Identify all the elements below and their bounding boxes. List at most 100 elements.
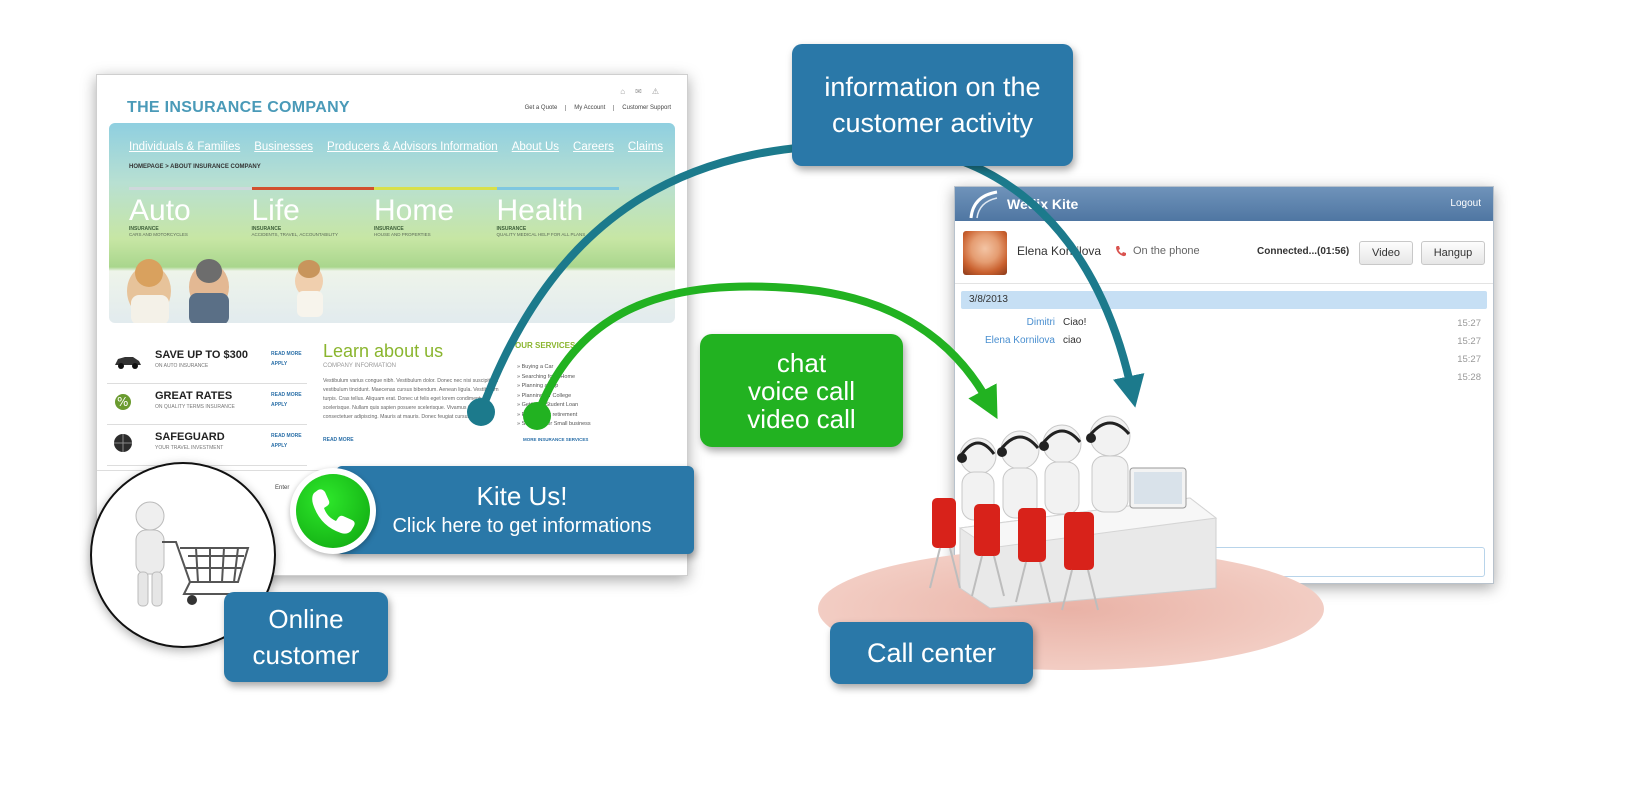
- nav-businesses[interactable]: Businesses: [254, 141, 314, 153]
- category-bar: [374, 187, 497, 190]
- offers-list: SAVE UP TO $300 ON AUTO INSURANCE READ M…: [107, 343, 307, 466]
- kite-us-button[interactable]: Kite Us! Click here to get informations: [336, 466, 694, 554]
- top-link-support[interactable]: Customer Support: [613, 105, 671, 111]
- breadcrumb: HOMEPAGE > ABOUT INSURANCE COMPANY: [129, 164, 261, 170]
- chat-date: 3/8/2013: [969, 294, 1008, 305]
- learn-title: Learn about us: [323, 341, 444, 361]
- nav-careers[interactable]: Careers: [573, 141, 614, 153]
- message-text: ciao: [1063, 335, 1082, 346]
- call-center-label: Call center: [830, 622, 1033, 684]
- channel-video: video call: [747, 403, 856, 434]
- message-sender: Elena Kornilova: [984, 335, 1055, 346]
- connection-timer: Connected...(01:56): [1257, 246, 1350, 257]
- nav-producers[interactable]: Producers & Advisors Information: [327, 141, 498, 153]
- offer-title: SAFEGUARD: [155, 431, 225, 443]
- category-bar: [496, 187, 619, 190]
- call-center-text: Call center: [866, 637, 997, 668]
- read-more-link[interactable]: READ MORE: [271, 351, 302, 357]
- offer-sub: YOUR TRAVEL INVESTMENT: [155, 445, 224, 451]
- nav-about[interactable]: About Us: [511, 141, 560, 153]
- svg-text:%: %: [117, 395, 128, 409]
- learn-subtitle: COMPANY INFORMATION: [323, 363, 397, 369]
- site-brand: THE INSURANCE COMPANY: [127, 99, 350, 116]
- communication-arrow-origin: [523, 402, 551, 430]
- category-name: Auto: [129, 194, 191, 227]
- category-name: Health: [496, 194, 584, 227]
- communication-channels-label: chat voice call video call: [700, 334, 903, 447]
- phone-icon: [1116, 246, 1126, 257]
- category-desc: CARS AND MOTORCYCLES: [129, 232, 188, 237]
- customer-activity-label-line2: customer activity: [831, 108, 1034, 138]
- site-nav: Individuals & Families Businesses Produc…: [129, 141, 663, 153]
- category-health[interactable]: Health INSURANCE QUALITY MEDICAL HELP FO…: [496, 187, 619, 247]
- category-desc: HOUSE AND PROPERTIES: [374, 232, 431, 237]
- customer-activity-label-line1: information on the: [824, 72, 1041, 102]
- car-icon: [115, 357, 141, 369]
- service-item[interactable]: » Searching for a Home: [517, 373, 576, 380]
- learn-body: Vestibulum varius congue nibh. Vestibulu…: [323, 378, 499, 420]
- site-hero-banner: Individuals & Families Businesses Produc…: [109, 123, 675, 323]
- percent-icon: %: [115, 394, 131, 410]
- phone-call-icon[interactable]: [290, 468, 376, 554]
- online-customer-label: Online customer: [224, 592, 388, 682]
- message-time: 15:27: [1457, 336, 1481, 347]
- top-link-account[interactable]: My Account: [565, 105, 605, 111]
- top-link-quote[interactable]: Get a Quote: [524, 105, 558, 111]
- nav-claims[interactable]: Claims: [627, 141, 664, 153]
- category-life[interactable]: Life INSURANCE ACCIDENTS, TRAVEL, ACCOUN…: [251, 187, 374, 247]
- offer-title: SAVE UP TO $300: [155, 349, 248, 361]
- avatar: [963, 231, 1007, 275]
- read-more-link[interactable]: READ MORE: [271, 392, 302, 398]
- offer-title: GREAT RATES: [155, 390, 233, 402]
- category-bar: [129, 187, 252, 190]
- category-home[interactable]: Home INSURANCE HOUSE AND PROPERTIES: [374, 187, 497, 247]
- category-desc: ACCIDENTS, TRAVEL, ACCOUNTABILITY: [251, 232, 339, 237]
- service-item[interactable]: » Planning a Trip: [517, 383, 559, 389]
- customer-activity-arrow-origin: [467, 398, 495, 426]
- read-more-link[interactable]: READ MORE: [271, 433, 302, 439]
- video-button[interactable]: Video: [1359, 241, 1413, 265]
- hangup-button[interactable]: Hangup: [1421, 241, 1485, 265]
- category-auto[interactable]: Auto INSURANCE CARS AND MOTORCYCLES: [129, 187, 252, 247]
- call-status: On the phone: [1133, 245, 1200, 257]
- offer-sub: ON AUTO INSURANCE: [155, 363, 209, 369]
- message-text: Ciao!: [1063, 317, 1087, 328]
- read-more-link[interactable]: READ MORE: [323, 437, 354, 443]
- customer-activity-label: information on the customer activity: [792, 44, 1073, 166]
- offer-links: READ MORE APPLY: [271, 390, 302, 410]
- message-time: 15:27: [1457, 318, 1481, 329]
- nav-individuals[interactable]: Individuals & Families: [129, 141, 241, 153]
- call-center-agents-illustration: [929, 415, 1218, 611]
- date-bar: [961, 291, 1487, 309]
- channel-chat: chat: [776, 347, 827, 378]
- kite-us-subtitle: Click here to get informations: [392, 515, 652, 537]
- communication-arrow: [533, 282, 998, 420]
- offer-save[interactable]: SAVE UP TO $300 ON AUTO INSURANCE READ M…: [107, 343, 307, 384]
- logout-link[interactable]: Logout: [1450, 198, 1481, 209]
- category-desc: QUALITY MEDICAL HELP FOR ALL PLANS: [496, 232, 586, 237]
- more-services-link[interactable]: MORE INSURANCE SERVICES: [523, 437, 589, 442]
- category-bar: [251, 187, 374, 190]
- channel-voice: voice call: [748, 375, 855, 406]
- family-photo: [127, 259, 323, 323]
- offer-links: READ MORE APPLY: [271, 431, 302, 451]
- header-divider: [955, 283, 1493, 284]
- phone-icon-bg: [296, 474, 370, 548]
- kite-logo-icon: [969, 190, 998, 219]
- apply-link[interactable]: APPLY: [271, 361, 288, 367]
- apply-link[interactable]: APPLY: [271, 443, 288, 449]
- insurance-categories: Auto INSURANCE CARS AND MOTORCYCLES Life…: [129, 187, 619, 247]
- category-name: Home: [374, 194, 455, 227]
- offer-rates[interactable]: % GREAT RATES ON QUALITY TERMS INSURANCE…: [107, 384, 307, 425]
- category-name: Life: [251, 194, 300, 227]
- apply-link[interactable]: APPLY: [271, 402, 288, 408]
- service-item[interactable]: » Buying a Car: [517, 364, 554, 370]
- globe-icon: [114, 434, 132, 452]
- online-customer-line2: customer: [252, 640, 360, 670]
- offer-sub: ON QUALITY TERMS INSURANCE: [155, 404, 235, 410]
- service-item[interactable]: » Getting a Student Loan: [517, 402, 579, 408]
- category-sub: INSURANCE: [129, 226, 159, 232]
- service-item[interactable]: » Solutions for Small business: [517, 421, 591, 427]
- message-sender: Dimitri: [1026, 317, 1055, 328]
- site-top-icons: ⌂✉⚠: [620, 87, 669, 96]
